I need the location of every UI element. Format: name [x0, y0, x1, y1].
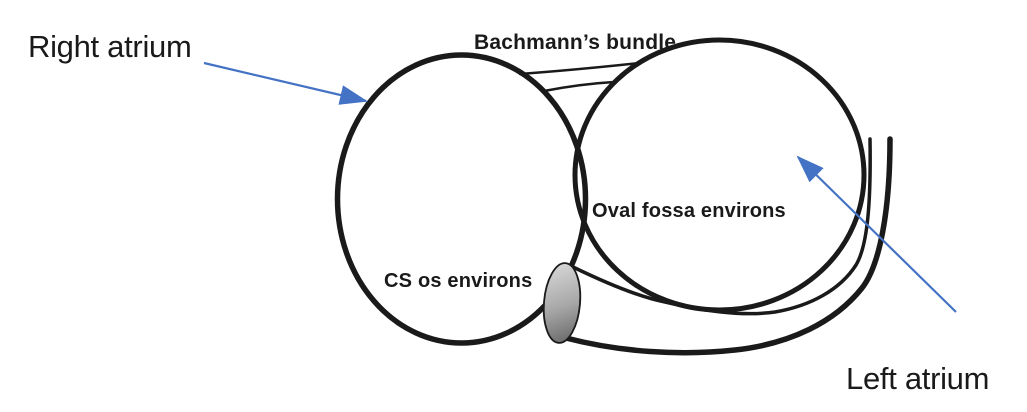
right-atrium-arrow [203, 61, 368, 105]
bachmanns-bundle-lower-line [542, 80, 616, 93]
right-atrium-label: Right atrium [28, 29, 192, 64]
cs-os-environs-label: CS os environs [384, 270, 533, 292]
bachmanns-bundle-label: Bachmann’s bundle [474, 31, 677, 54]
right-atrium-outline [334, 52, 589, 346]
bachmanns-bundle-upper-line [518, 61, 642, 76]
cs-os-ellipse [542, 262, 582, 344]
coronary-sinus-lower-wall [563, 136, 893, 356]
left-atrium-label: Left atrium [846, 361, 990, 396]
coronary-sinus-upper-wall [571, 137, 872, 316]
oval-fossa-environs-label: Oval fossa environs [592, 200, 786, 222]
left-atrium-arrow [796, 155, 957, 313]
left-atrium-outline [572, 37, 867, 313]
